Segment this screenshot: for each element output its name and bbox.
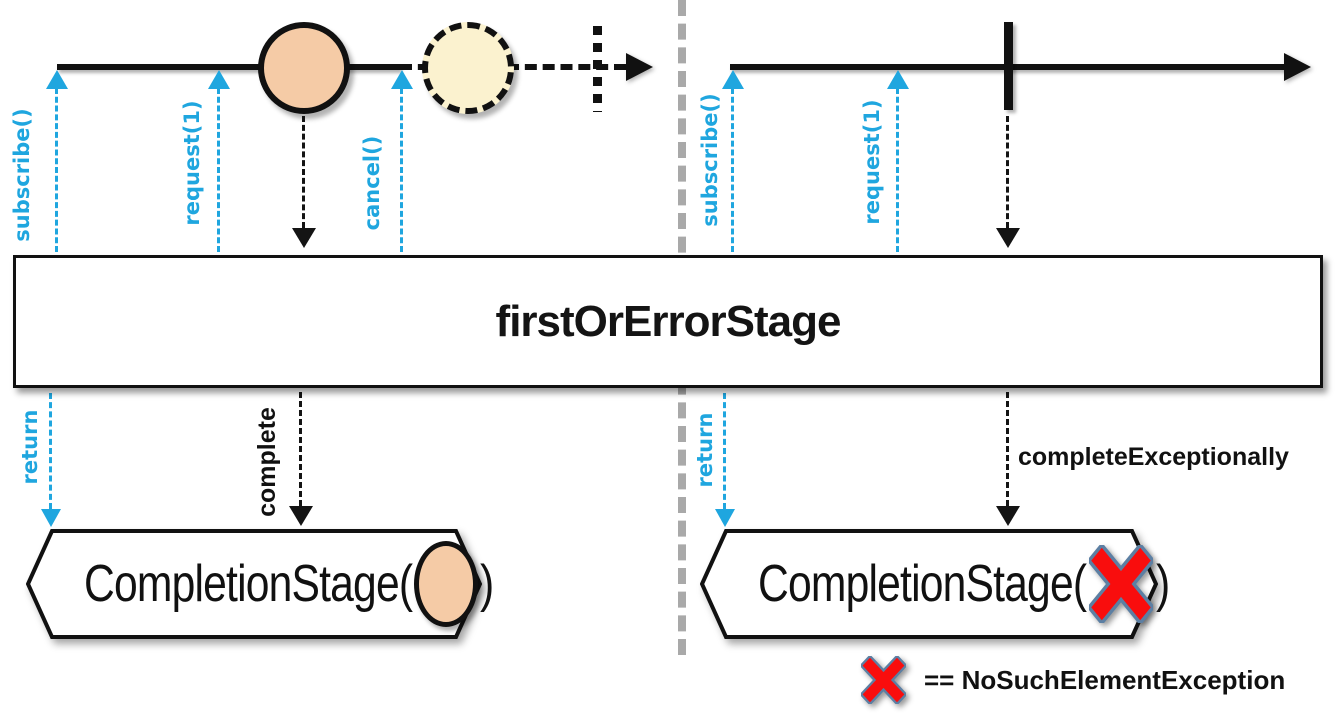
left-subscribe-label: subscribe() (10, 108, 34, 242)
left-return-label: return (18, 409, 42, 485)
arrowhead-up-icon (722, 70, 744, 89)
left-request-label: request(1) (180, 100, 204, 226)
right-subscribe-arrow (722, 70, 744, 252)
right-return-label: return (693, 412, 717, 488)
operator-box: firstOrErrorStage (13, 255, 1323, 388)
left-return-arrow (41, 393, 61, 527)
right-return-arrow (715, 393, 735, 527)
left-subscribe-arrow (46, 70, 68, 252)
right-subscribe-label: subscribe() (698, 93, 722, 227)
right-completeexceptionally-arrow (996, 392, 1020, 526)
arrowhead-down-icon (289, 506, 313, 526)
emitted-item-marble-icon (258, 22, 350, 114)
left-completionstage-hexagon: CompletionStage( ) (26, 529, 494, 639)
right-result-content: CompletionStage( ) (700, 529, 1170, 639)
arrowhead-down-icon (41, 509, 61, 527)
right-request-label: request(1) (860, 99, 884, 225)
complete-marker-icon (1004, 22, 1013, 110)
right-request-arrow (887, 70, 909, 252)
left-complete-arrow (289, 392, 313, 526)
left-request-arrow (208, 70, 230, 252)
right-oncomplete-arrow (996, 116, 1020, 248)
legend-text: == NoSuchElementException (924, 664, 1286, 695)
arrowhead-up-icon (391, 70, 413, 89)
right-result-prefix: CompletionStage( (757, 555, 1087, 613)
legend: == NoSuchElementException (858, 656, 1285, 704)
right-completionstage-hexagon: CompletionStage( ) (700, 529, 1170, 639)
left-result-content: CompletionStage( ) (26, 529, 494, 639)
operator-title: firstOrErrorStage (495, 296, 842, 346)
left-cancel-arrow (391, 70, 413, 252)
right-timeline-arrowhead-icon (1284, 53, 1311, 81)
arrowhead-down-icon (715, 509, 735, 527)
right-event-label: completeExceptionally (1018, 443, 1289, 471)
left-cancel-label: cancel() (360, 135, 384, 231)
arrowhead-up-icon (208, 70, 230, 89)
right-result-suffix: ) (1155, 555, 1170, 613)
arrowhead-up-icon (887, 70, 909, 89)
arrowhead-down-icon (996, 506, 1020, 526)
error-x-icon (1088, 545, 1153, 623)
legend-error-x-icon (861, 656, 906, 704)
dotted-terminator-icon (593, 26, 602, 112)
result-marble-icon (413, 541, 478, 627)
arrowhead-down-icon (996, 228, 1020, 248)
left-result-suffix: ) (479, 555, 494, 613)
arrowhead-up-icon (46, 70, 68, 89)
left-timeline (57, 64, 400, 70)
left-timeline-arrowhead-icon (626, 53, 653, 81)
left-result-prefix: CompletionStage( (83, 555, 413, 613)
left-onnext-arrow (292, 116, 316, 248)
arrowhead-down-icon (292, 228, 316, 248)
ghost-marble-icon (422, 22, 514, 114)
left-complete-label: complete (252, 407, 281, 517)
